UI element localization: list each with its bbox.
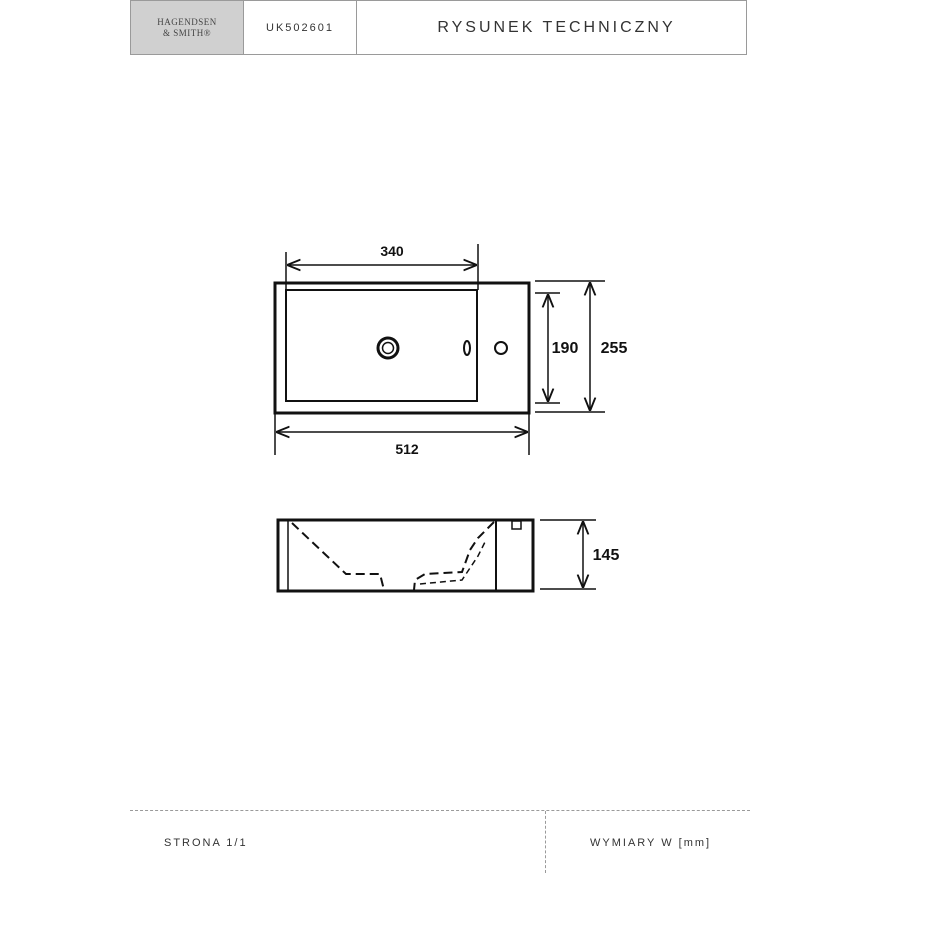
brand-name-line1: HAGENDSEN [157,16,217,27]
bowl-profile-left-dashed [291,522,385,591]
units-note: WYMIARY W [mm] [590,837,712,849]
product-code: UK502601 [244,1,357,54]
basin-side-outline [276,518,535,593]
title-block: HAGENDSEN & SMITH® UK502601 RYSUNEK TECH… [130,0,747,55]
dim-label-total-depth: 255 [601,340,628,357]
brand-name-line2: & SMITH® [162,27,212,38]
top-view: 340 512 190 255 [273,243,628,457]
page-number: STRONA 1/1 [164,837,248,849]
drain-section-dashed [419,539,487,585]
dim-label-inner-width: 340 [380,243,404,259]
basin-outer-outline [273,281,531,415]
tap-hole-section [511,520,522,530]
dim-label-height: 145 [593,547,620,564]
dim-label-total-width: 512 [395,441,419,457]
basin-inner-bowl [285,289,478,402]
footer-separator [545,811,546,873]
side-view: 145 [276,518,620,593]
drawing-title: RYSUNEK TECHNICZNY [437,18,676,36]
drain-inner-ring [381,341,395,355]
brand-logo: HAGENDSEN & SMITH® [131,1,244,54]
overflow-slot [463,340,471,356]
footer-divider [130,810,750,811]
dim-label-inner-depth: 190 [552,340,579,357]
tap-hole [494,341,508,355]
drain-outer-ring [376,336,400,360]
bowl-profile-right-dashed [413,521,495,591]
